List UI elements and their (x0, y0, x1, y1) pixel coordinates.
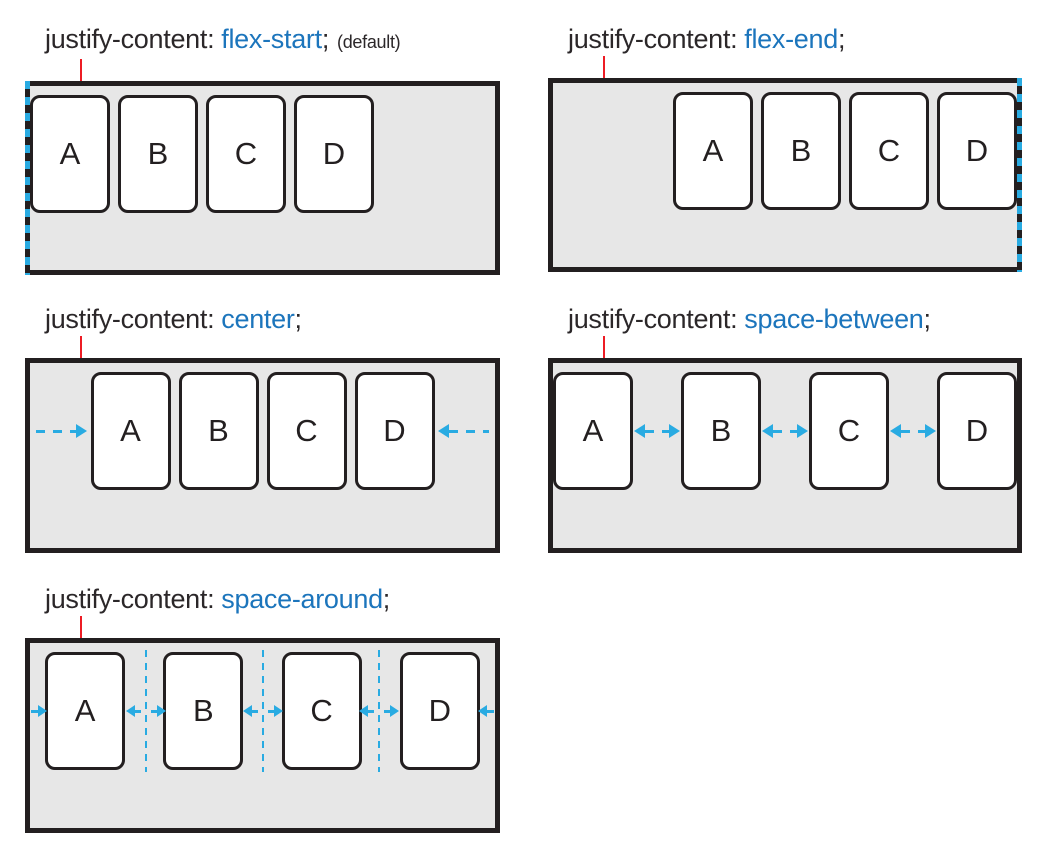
arrow-left-icon (242, 705, 258, 717)
flex-item-a: A (553, 372, 633, 490)
dashed-divider-icon (377, 650, 380, 772)
flex-item-d: D (937, 372, 1017, 490)
panel-title: justify-content:center; (45, 302, 500, 336)
flex-item-c: C (281, 652, 362, 770)
property-value: space-between (744, 304, 924, 334)
red-tick-marker (603, 56, 605, 78)
flex-item-b: B (761, 92, 841, 210)
property-value: space-around (221, 584, 383, 614)
property-value: flex-start (221, 24, 322, 54)
flex-item-a: A (30, 95, 110, 213)
flex-item-c: C (809, 372, 889, 490)
semicolon: ; (923, 304, 932, 334)
start-edge-dashed-indicator (25, 81, 30, 275)
flex-container: A B C D (25, 336, 500, 553)
property-name: justify-content: (568, 304, 738, 334)
flex-item-c: C (849, 92, 929, 210)
flex-container: A B C D (548, 56, 1022, 272)
flex-item-d: D (354, 372, 435, 490)
flex-item-d: D (937, 92, 1017, 210)
flex-container: A B C D (25, 616, 500, 833)
panel-center: justify-content:center; A B C D (25, 302, 500, 553)
flex-item-d: D (294, 95, 374, 213)
flex-item-b: B (118, 95, 198, 213)
property-value: flex-end (744, 24, 838, 54)
arrow-right-icon (36, 424, 87, 438)
property-value: center (221, 304, 295, 334)
arrow-right-icon (267, 705, 283, 717)
panel-title: justify-content:space-around; (45, 582, 500, 616)
edge-arrow-right-icon (31, 705, 47, 717)
flex-item-b: B (681, 372, 761, 490)
arrow-left-icon (358, 705, 374, 717)
edge-arrow-left-icon (478, 705, 494, 717)
property-name: justify-content: (45, 24, 215, 54)
flex-item-a: A (45, 652, 126, 770)
dashed-divider-icon (261, 650, 264, 772)
arrow-left-icon (438, 424, 489, 438)
double-arrow-icon (633, 424, 680, 438)
arrow-right-icon (151, 705, 167, 717)
flex-item-a: A (90, 372, 171, 490)
flex-container: A B C D (25, 59, 500, 275)
semicolon: ; (837, 24, 846, 54)
flex-item-b: B (178, 372, 259, 490)
double-arrow-icon (890, 424, 937, 438)
red-tick-marker (80, 336, 82, 358)
panel-title: justify-content:flex-start; (default) (45, 22, 500, 59)
panel-title: justify-content:flex-end; (568, 22, 1022, 56)
semicolon: ; (321, 24, 330, 54)
panel-space-between: justify-content:space-between; A B C D (548, 302, 1022, 553)
red-tick-marker (603, 336, 605, 358)
panel-flex-start: justify-content:flex-start; (default) A B… (25, 22, 500, 275)
dashed-divider-icon (145, 650, 148, 772)
flex-item-c: C (206, 95, 286, 213)
flex-item-d: D (399, 652, 480, 770)
arrow-left-icon (126, 705, 142, 717)
flex-item-b: B (163, 652, 244, 770)
property-name: justify-content: (45, 304, 215, 334)
panel-title: justify-content:space-between; (568, 302, 1022, 336)
default-note: (default) (337, 32, 401, 52)
panel-space-around: justify-content:space-around; A B C D (25, 582, 500, 833)
property-name: justify-content: (568, 24, 738, 54)
semicolon: ; (382, 584, 391, 614)
property-name: justify-content: (45, 584, 215, 614)
flex-item-c: C (266, 372, 347, 490)
double-arrow-icon (762, 424, 808, 438)
panel-flex-end: justify-content:flex-end; A B C D (548, 22, 1022, 272)
red-tick-marker (80, 616, 82, 638)
semicolon: ; (294, 304, 303, 334)
red-tick-marker (80, 59, 82, 81)
arrow-right-icon (383, 705, 399, 717)
flex-container: A B C D (548, 336, 1022, 553)
end-edge-dashed-indicator (1017, 78, 1022, 272)
flex-item-a: A (673, 92, 753, 210)
